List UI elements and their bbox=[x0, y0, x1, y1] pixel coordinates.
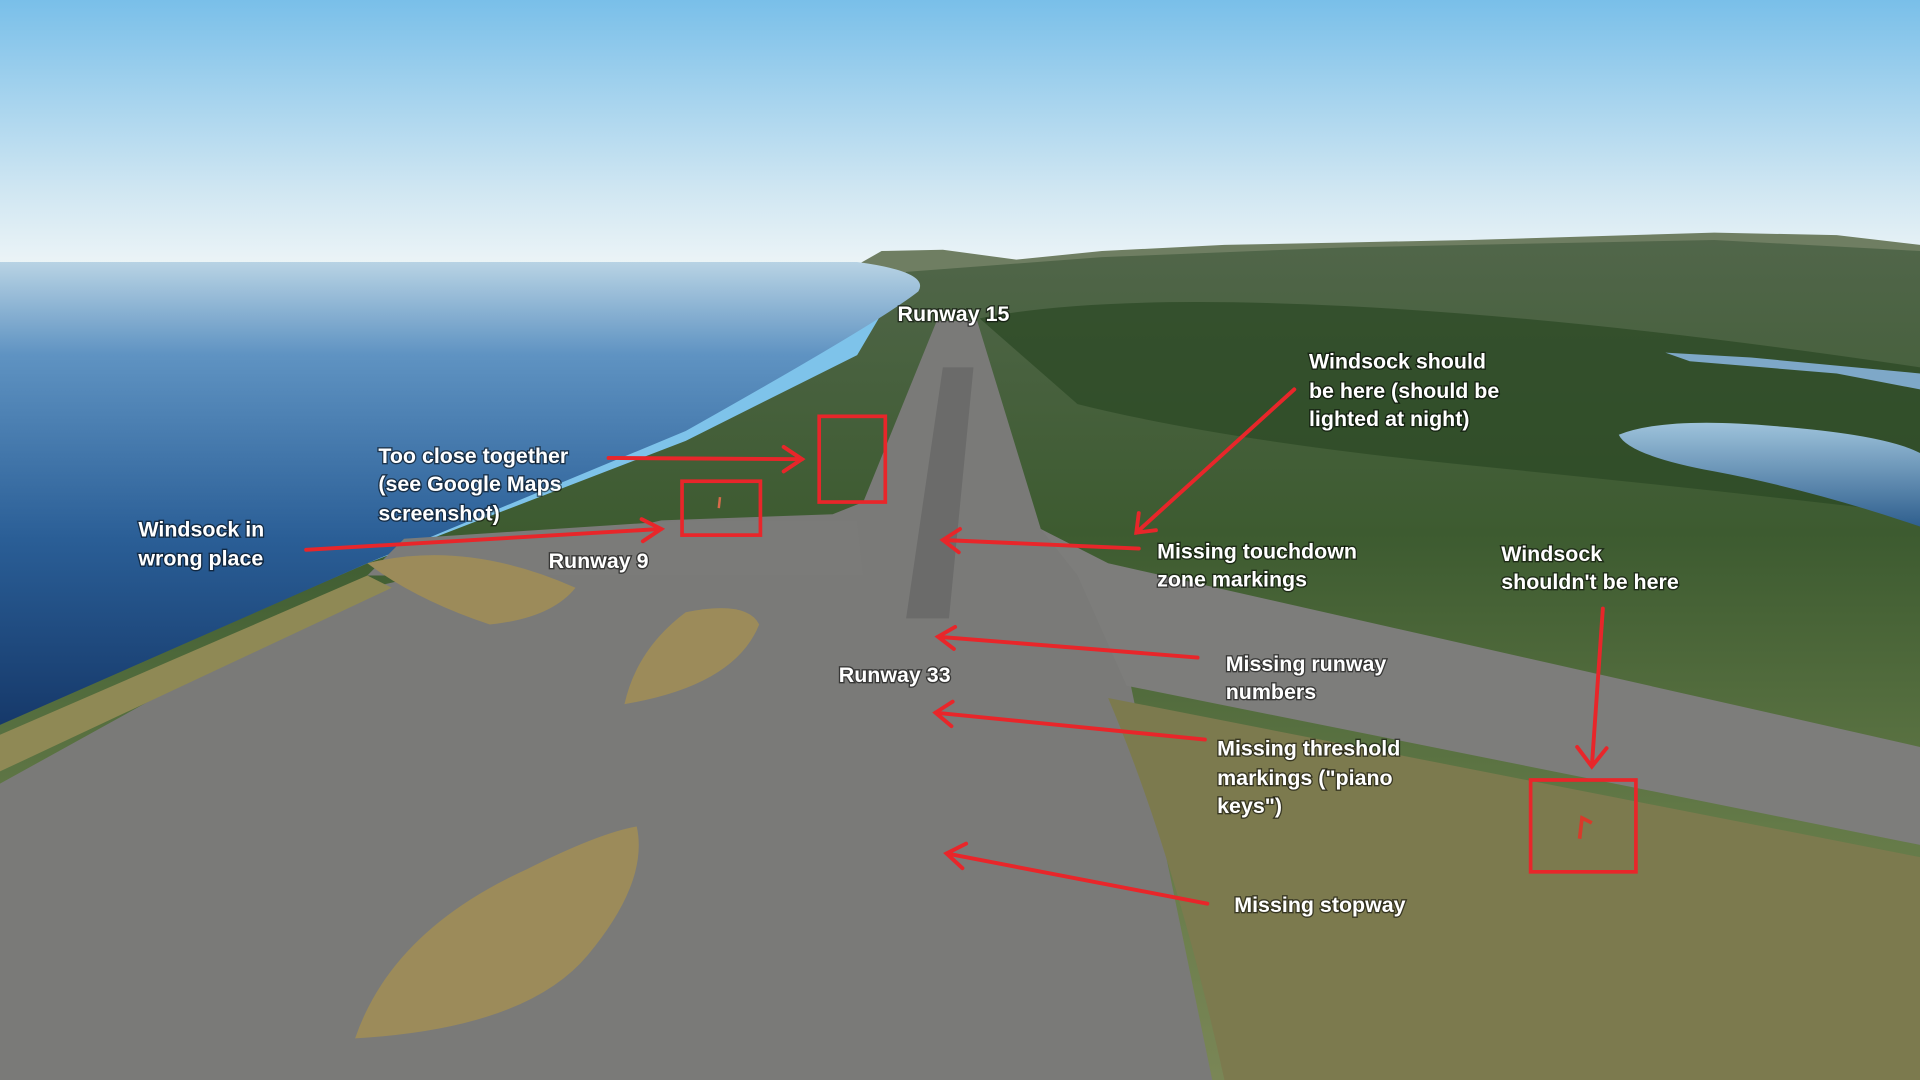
runway-15-33 bbox=[0, 320, 1213, 1080]
lake-small bbox=[1665, 352, 1920, 390]
label-missing-threshold-2: markings ("piano bbox=[1217, 766, 1392, 790]
grass-patch bbox=[367, 555, 576, 625]
label-windsock-should-be-here-2: be here (should be bbox=[1309, 379, 1499, 403]
label-windsock-should-be-here-3: lighted at night) bbox=[1309, 407, 1470, 431]
label-windsock-wrong-2: wrong place bbox=[137, 547, 263, 571]
arrow-threshold bbox=[932, 699, 1207, 742]
grass-strip bbox=[0, 575, 392, 772]
label-windsock-should-be-here: Windsock should bbox=[1309, 350, 1486, 374]
label-runway-15: Runway 15 bbox=[898, 302, 1010, 326]
runway-tire-marks bbox=[906, 367, 974, 619]
arrow-windsock-wrong bbox=[304, 517, 666, 552]
windsock-icon bbox=[1577, 815, 1593, 839]
annotation-arrows bbox=[304, 387, 1609, 906]
arrow-runway-numbers bbox=[934, 624, 1200, 660]
arrow-stopway bbox=[943, 841, 1210, 906]
label-missing-runway-numbers: Missing runway bbox=[1226, 652, 1387, 676]
label-too-close-2: (see Google Maps bbox=[378, 472, 561, 496]
windsock-icon bbox=[717, 497, 722, 509]
label-missing-threshold: Missing threshold bbox=[1217, 737, 1400, 761]
label-windsock-wrong: Windsock in bbox=[138, 517, 264, 541]
grass-patch bbox=[355, 826, 639, 1039]
label-missing-runway-numbers-2: numbers bbox=[1226, 680, 1316, 704]
label-missing-touchdown-2: zone markings bbox=[1157, 568, 1307, 592]
too-close-highlight-box bbox=[817, 414, 888, 504]
grass-area bbox=[1108, 697, 1920, 1080]
arrow-touchdown bbox=[939, 527, 1141, 555]
sky bbox=[0, 0, 1920, 270]
arrow-windsock-should bbox=[1134, 387, 1297, 535]
grass-patch bbox=[624, 608, 760, 705]
windsock-shouldnt-box bbox=[1528, 778, 1638, 874]
label-missing-touchdown: Missing touchdown bbox=[1157, 539, 1357, 563]
label-too-close: Too close together bbox=[378, 444, 568, 468]
lake bbox=[1618, 422, 1920, 527]
windsock-wrong-place-box bbox=[680, 479, 763, 537]
label-missing-stopway: Missing stopway bbox=[1234, 893, 1405, 917]
label-missing-threshold-3: keys") bbox=[1217, 794, 1282, 818]
arrow-windsock-shouldnt bbox=[1575, 606, 1609, 770]
label-windsock-shouldnt-2: shouldn't be here bbox=[1501, 570, 1679, 594]
sea bbox=[0, 262, 921, 725]
label-runway-33: Runway 33 bbox=[839, 663, 951, 687]
arrow-too-close bbox=[606, 444, 806, 474]
taxiway bbox=[1040, 528, 1920, 845]
label-runway-9: Runway 9 bbox=[549, 549, 649, 573]
label-too-close-3: screenshot) bbox=[378, 501, 499, 525]
label-windsock-shouldnt: Windsock bbox=[1501, 542, 1602, 566]
